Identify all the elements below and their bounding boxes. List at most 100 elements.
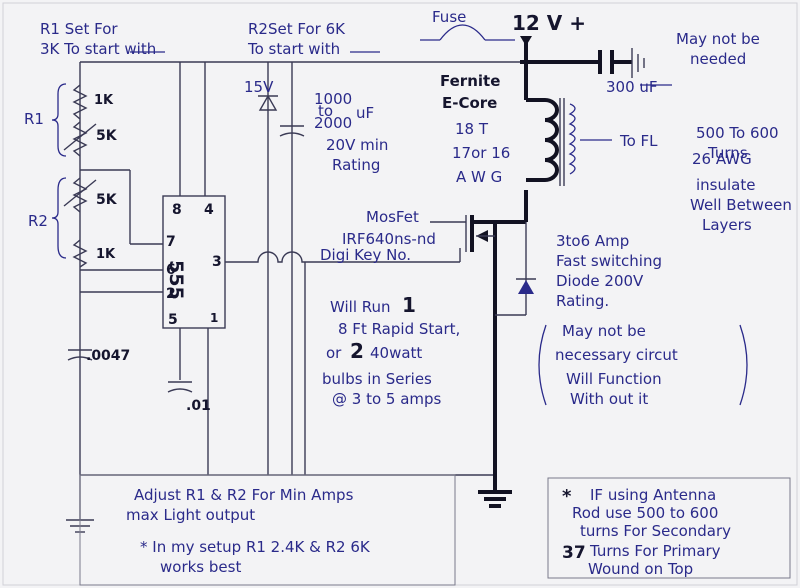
secondary-coil	[568, 103, 576, 175]
diode-note-b: Fast switching	[556, 252, 662, 270]
r1-set-sub: 3K To start with	[40, 40, 156, 58]
supply-label: 12 V +	[512, 11, 586, 35]
diode-note-d: Rating.	[556, 292, 609, 310]
run-note-b: 8 Ft Rapid Start,	[338, 320, 460, 338]
r2-brace	[51, 177, 67, 259]
r2-pot-arrow	[63, 179, 97, 207]
may-not-label: May not be	[676, 30, 760, 48]
fl-turns-a: 500 To 600	[696, 124, 779, 142]
r1-1k-label: 1K	[94, 93, 114, 108]
r1-set-title: R1 Set For	[40, 20, 118, 38]
to-fl-label: To FL	[619, 132, 658, 150]
pin-2: 2	[166, 286, 176, 302]
cap-1000-label-a: 1000	[314, 90, 352, 108]
run-note-c-post: 40watt	[370, 344, 422, 362]
r1-1k-resistor	[72, 84, 88, 120]
pin-6: 6	[166, 262, 176, 278]
cap-1000-label-c: 2000	[314, 114, 352, 132]
cap-1000-label-b: to	[318, 102, 333, 120]
cap-0047-plate-b	[67, 356, 93, 361]
rating-20v-b: Rating	[332, 156, 380, 174]
r2-label: R2	[28, 212, 48, 230]
diode-note-a: 3to6 Amp	[556, 232, 629, 250]
supply-arrow	[520, 36, 532, 46]
pin-5: 5	[168, 312, 178, 328]
fuse-symbol	[439, 24, 486, 41]
antenna-note-box	[547, 477, 791, 579]
r2-set-title: R2Set For 6K	[248, 20, 346, 38]
cap-1000-plate-b	[279, 132, 305, 137]
setup-note-b: works best	[160, 558, 241, 576]
r2-5k-pot	[72, 177, 88, 213]
may-circuit-d: With out it	[570, 390, 648, 408]
r2-5k-label: 5K	[96, 192, 118, 208]
fl-turns-b: Turns	[707, 144, 748, 162]
wire-pin3-output	[225, 251, 460, 263]
needed-label: needed	[690, 50, 746, 68]
setup-note-a: * In my setup R1 2.4K & R2 6K	[140, 538, 371, 556]
cap-1000-unit: uF	[356, 104, 374, 122]
r2-set-sub: To start with	[247, 40, 340, 58]
r2-1k-label: 1K	[96, 247, 116, 262]
digikey-label: Digi Key No.	[320, 246, 411, 264]
turns-17-label: 17or 16	[452, 144, 510, 162]
awg-label: A W G	[456, 168, 502, 186]
run-note-e: @ 3 to 5 amps	[332, 390, 442, 408]
primary-coil	[526, 98, 559, 182]
zener-label: 15V	[244, 78, 274, 96]
pin-7: 7	[166, 234, 176, 250]
zener-diode	[258, 94, 278, 111]
run-note-a: Will Run	[330, 298, 391, 316]
cap-0047-label: .0047	[86, 348, 130, 364]
antenna-note-e: Wound on Top	[588, 560, 693, 578]
note-paren-left	[538, 324, 547, 406]
insulate-c: Layers	[702, 216, 752, 234]
ic-555-label: 555	[165, 260, 187, 300]
antenna-note-b: Rod use 500 to 600	[572, 504, 718, 522]
r1-5k-pot	[72, 121, 88, 157]
mosfet-label: MosFet	[366, 208, 419, 226]
r1-5k-label: 5K	[96, 128, 118, 144]
r1-brace	[51, 83, 67, 157]
antenna-note-a: IF using Antenna	[590, 486, 716, 504]
pin-3: 3	[212, 254, 222, 270]
antenna-note-d: Turns For Primary	[589, 542, 721, 560]
rating-20v-a: 20V min	[326, 136, 388, 154]
cap-01-plate-b	[167, 388, 193, 393]
insulate-a: insulate	[696, 176, 755, 194]
r2-1k-resistor	[72, 239, 88, 268]
pin-4: 4	[204, 202, 214, 218]
fl-awg: 26 AWG	[692, 150, 752, 168]
pin-8: 8	[172, 202, 182, 218]
turns-18-label: 18 T	[455, 120, 489, 138]
antenna-note-d-num: 37	[562, 543, 586, 563]
antenna-note-c: turns For Secondary	[580, 522, 731, 540]
note-paren-right	[739, 324, 748, 406]
irf-label: IRF640ns-nd	[342, 230, 436, 248]
run-note-c-pre: or	[326, 344, 342, 362]
r1-label: R1	[24, 110, 44, 128]
cap-01-label: .01	[186, 398, 211, 414]
insulate-b: Well Between	[690, 196, 792, 214]
may-circuit-c: Will Function	[566, 370, 662, 388]
ecore-label: E-Core	[442, 94, 497, 112]
may-circuit-b: necessary circut	[555, 346, 678, 364]
run-note-d: bulbs in Series	[322, 370, 432, 388]
antenna-asterisk: *	[562, 486, 572, 507]
pin-1: 1	[210, 311, 218, 325]
cap-300-label: 300 uF	[606, 78, 658, 96]
r1-pot-arrow	[63, 123, 97, 151]
ferrite-label: Fernite	[440, 72, 500, 90]
run-note-c-num: 2	[350, 339, 364, 363]
diode-note-c: Diode 200V	[556, 272, 644, 290]
adjust-note-b: max Light output	[126, 506, 255, 524]
fuse-label: Fuse	[432, 8, 466, 26]
diode-symbol	[518, 280, 534, 294]
adjust-note-box	[79, 474, 456, 586]
adjust-note-a: Adjust R1 & R2 For Min Amps	[134, 486, 354, 504]
may-circuit-a: May not be	[562, 322, 646, 340]
run-note-a-num: 1	[402, 293, 416, 317]
